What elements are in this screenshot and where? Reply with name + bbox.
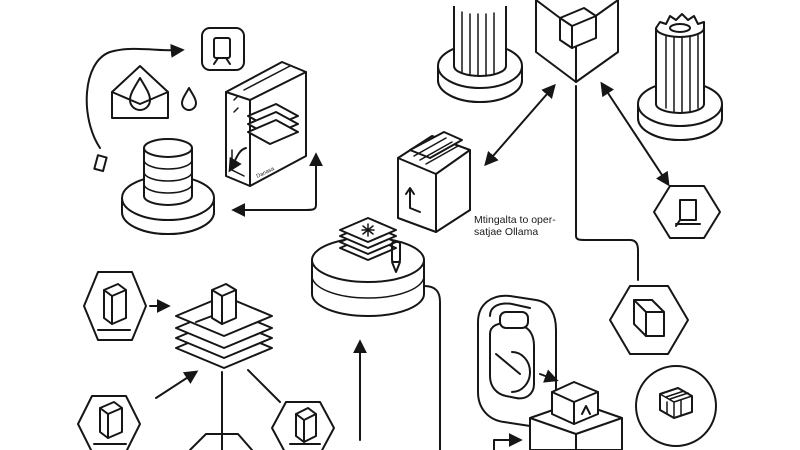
hex-card-cube[interactable] <box>609 285 689 355</box>
center-caption-line-2: satjae Ollama <box>474 226 539 238</box>
arrow-into-cubes <box>493 433 523 450</box>
grid-block-circle[interactable] <box>635 365 717 447</box>
machine-unit-icon[interactable] <box>477 294 557 428</box>
arrow-back-to-database <box>231 152 323 217</box>
isometric-box-top[interactable] <box>535 0 619 83</box>
hex-card-bottom-center[interactable] <box>271 401 335 450</box>
arrow-card-to-stack <box>155 370 199 399</box>
document-layers-panel[interactable] <box>225 61 307 187</box>
arrow-into-machine <box>539 369 559 383</box>
line-top-box-down <box>575 85 639 281</box>
envelope-drop-icon <box>111 65 169 119</box>
stacked-cubes-icon[interactable] <box>529 381 623 450</box>
gear-cylinder-icon[interactable] <box>437 6 523 103</box>
gear-cylinder-right-icon[interactable] <box>637 13 723 141</box>
arrow-box-to-top <box>484 83 556 167</box>
device-card-icon[interactable] <box>201 27 245 71</box>
partial-hex-bottom <box>189 433 253 450</box>
database-stack-icon[interactable] <box>121 138 215 235</box>
arrow-to-right-card <box>600 81 670 187</box>
open-box-icon[interactable] <box>397 131 471 233</box>
center-caption-line-1: Mtingalta to oper- <box>474 214 556 226</box>
layer-stack-box[interactable] <box>175 283 273 369</box>
curve-arrow-top <box>85 43 185 149</box>
line-drum-right <box>423 285 441 450</box>
stacked-drum-icon[interactable] <box>311 217 425 317</box>
hex-card-right-top[interactable] <box>653 185 721 239</box>
hex-card-bottom-left-2[interactable] <box>77 395 141 450</box>
small-tag-shape <box>93 154 108 173</box>
water-drop-icon <box>181 87 197 111</box>
line-stack-right <box>247 369 281 403</box>
hex-card-bottom-left[interactable] <box>83 271 147 341</box>
